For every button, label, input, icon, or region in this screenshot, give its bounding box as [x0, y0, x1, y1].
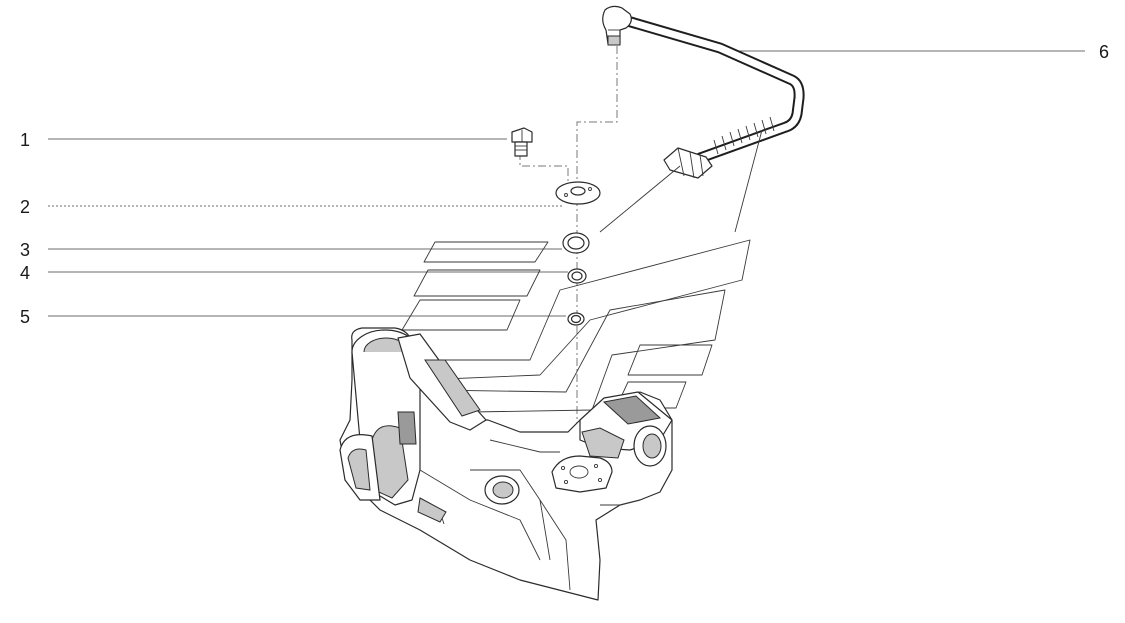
- callout-number-6: 6: [1099, 42, 1109, 62]
- callout-number-3: 3: [20, 240, 30, 260]
- bolt-axis-line: [519, 152, 569, 186]
- assembly-axis-lines: [519, 46, 618, 470]
- housing-assembly: [339, 327, 673, 601]
- callout-number-5: 5: [20, 307, 30, 327]
- callout-numbers: 1 2 3 4 5 6: [20, 42, 1109, 327]
- ring-large: [562, 232, 590, 254]
- ring-small: [567, 312, 585, 326]
- hose-assembly: [602, 5, 805, 179]
- leader-lines: [48, 50, 1085, 317]
- callout-number-4: 4: [20, 263, 30, 283]
- housing-outline: [339, 327, 673, 601]
- bolt: [511, 127, 533, 157]
- callout-number-2: 2: [20, 197, 30, 217]
- mounting-pad: [551, 455, 613, 493]
- ring-medium: [567, 268, 587, 284]
- elbow-fitting: [602, 5, 632, 46]
- hose-sleeve: [713, 116, 775, 155]
- washer-plate: [555, 181, 601, 205]
- panel-hatching: [399, 129, 763, 413]
- callout-number-1: 1: [20, 130, 30, 150]
- flat-connector: [663, 147, 713, 179]
- hose-axis-line: [576, 46, 618, 470]
